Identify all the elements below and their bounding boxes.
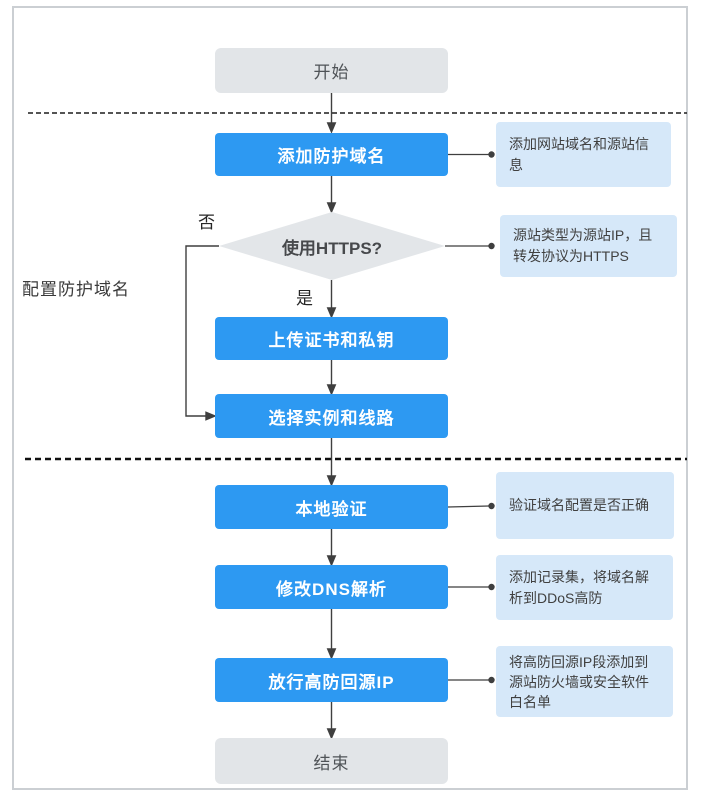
note-local-verification: 验证域名配置是否正确 <box>496 472 674 539</box>
node-local-verification: 本地验证 <box>215 485 448 529</box>
note-line: 转发协议为HTTPS <box>513 248 629 264</box>
note-allow-back-to-origin-ip: 将高防回源IP段添加到 源站防火墙或安全软件 白名单 <box>496 646 673 717</box>
note-line: 析到DDoS高防 <box>509 589 603 606</box>
note-https-decision: 源站类型为源站IP，且 转发协议为HTTPS <box>500 215 677 277</box>
node-end: 结束 <box>215 738 448 784</box>
branch-label-yes: 是 <box>296 289 313 308</box>
section-label-configure-domain: 配置防护域名 <box>22 280 130 299</box>
note-line: 将高防回源IP段添加到 <box>509 653 649 670</box>
branch-label-no: 否 <box>198 213 215 232</box>
node-upload-certificate: 上传证书和私钥 <box>215 317 448 360</box>
note-line: 息 <box>509 156 523 173</box>
note-modify-dns: 添加记录集，将域名解 析到DDoS高防 <box>496 555 673 620</box>
node-modify-dns: 修改DNS解析 <box>215 565 448 609</box>
note-line: 验证域名配置是否正确 <box>509 497 649 513</box>
note-line: 添加网站域名和源站信 <box>509 135 649 152</box>
note-line: 源站防火墙或安全软件 <box>509 673 649 690</box>
node-allow-back-to-origin-ip: 放行高防回源IP <box>215 658 448 702</box>
note-line: 白名单 <box>509 693 551 710</box>
note-add-domain: 添加网站域名和源站信 息 <box>496 122 671 187</box>
note-line: 源站类型为源站IP，且 <box>513 227 653 243</box>
node-select-instance-line: 选择实例和线路 <box>215 394 448 438</box>
node-add-protected-domain: 添加防护域名 <box>215 133 448 176</box>
note-line: 添加记录集，将域名解 <box>509 568 649 585</box>
node-start: 开始 <box>215 48 448 93</box>
